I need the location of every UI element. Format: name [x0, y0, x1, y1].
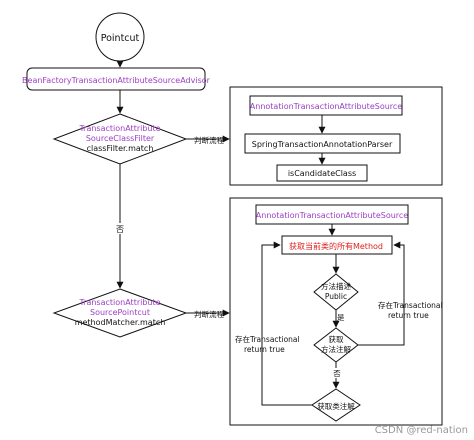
store-left-line1: 存在Transactional	[235, 334, 300, 344]
decision-method-line1: 获取	[329, 334, 344, 344]
store-right-line1: 存在Transactional	[378, 300, 443, 310]
no-label: 否	[116, 225, 124, 234]
judge-label-2: 判断流程	[194, 309, 224, 319]
decision1-line3: classFilter.match	[87, 144, 154, 153]
decision-method-annotation: 获取 方法注解	[313, 327, 359, 363]
store-left-line2: return true	[244, 345, 285, 354]
decision1-line1: TransactionAttribute	[78, 124, 160, 133]
panel2-methods-node: 获取当前类的所有Method	[281, 235, 393, 255]
advisor-node: BeanFactoryTransactionAttributeSourceAdv…	[22, 67, 211, 91]
decision2-line2: SourcePointcut	[90, 308, 150, 317]
panel1-source-label: AnnotationTransactionAttributeSource	[250, 102, 403, 111]
watermark: CSDN @red-nation	[374, 425, 468, 436]
decision-class-annotation: 获取类注解	[311, 388, 361, 422]
decision-class-line1: 获取类注解	[317, 401, 355, 411]
panel1-candidate-label: isCandidateClass	[288, 169, 356, 178]
panel2-methods-label: 获取当前类的所有Method	[289, 241, 383, 251]
decision-classfilter: TransactionAttribute SourceClassFilter c…	[52, 113, 188, 165]
arrow-right-loop	[358, 241, 405, 346]
start-node: Pointcut	[95, 12, 145, 62]
decision-public-line1: 方法描述	[321, 281, 351, 291]
advisor-label: BeanFactoryTransactionAttributeSourceAdv…	[22, 76, 211, 85]
store-right-line2: return true	[388, 311, 429, 320]
decision-method-line2: 方法注解	[321, 344, 351, 354]
panel2-source-node: AnnotationTransactionAttributeSource	[255, 204, 409, 225]
decision2-line1: TransactionAttribute	[78, 298, 160, 307]
judge-label-1: 判断流程	[194, 135, 224, 145]
start-label: Pointcut	[101, 33, 140, 44]
panel1-parser-node: SpringTransactionAnnotationParser	[244, 133, 401, 154]
decision-public-line2: Public	[325, 292, 347, 301]
decision-methodmatcher: TransactionAttribute SourcePointcut meth…	[52, 288, 188, 338]
panel1-candidate-node: isCandidateClass	[276, 164, 368, 182]
panel1-source-node: AnnotationTransactionAttributeSource	[249, 95, 403, 116]
decision1-line2: SourceClassFilter	[86, 134, 155, 143]
decision2-line3: methodMatcher.match	[75, 318, 166, 327]
panel1-parser-label: SpringTransactionAnnotationParser	[252, 140, 393, 149]
no2-label: 否	[333, 369, 341, 378]
yes-label: 是	[337, 313, 345, 322]
arrow-left-loop	[261, 241, 312, 406]
panel2-source-label: AnnotationTransactionAttributeSource	[256, 211, 409, 220]
